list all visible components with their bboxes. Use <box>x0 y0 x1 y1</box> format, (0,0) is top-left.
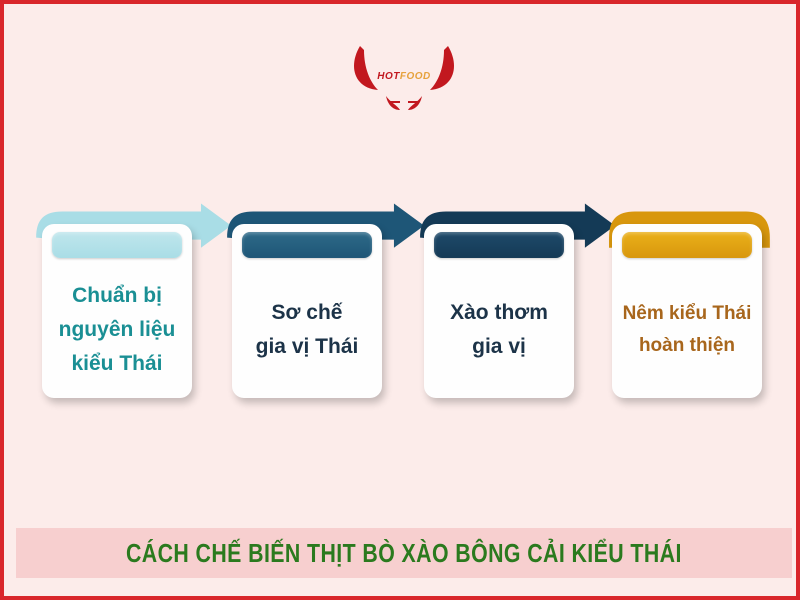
step-3-label: Xào thơm gia vị <box>450 301 548 358</box>
logo-text-food: FOOD <box>399 71 431 82</box>
logo-text-hot: HOT <box>377 71 400 82</box>
step-2-header-bar <box>242 232 372 258</box>
step-4-header-bar <box>622 232 752 258</box>
step-card-3: Xào thơm gia vị <box>424 224 574 398</box>
step-2-label: Sơ chế gia vị Thái <box>255 301 359 358</box>
banner-title: CÁCH CHẾ BIẾN THỊT BÒ XÀO BÔNG CẢI KIỂU … <box>126 537 682 568</box>
step-card-2: Sơ chế gia vị Thái <box>232 224 382 398</box>
step-1-label: Chuẩn bị nguyên liệu kiểu Thái <box>58 284 176 375</box>
hotfood-logo: HOTFOOD <box>350 44 458 116</box>
title-banner: CÁCH CHẾ BIẾN THỊT BÒ XÀO BÔNG CẢI KIỂU … <box>16 528 792 578</box>
step-4-label: Nêm kiểu Thái hoàn thiện <box>622 303 752 356</box>
step-card-4: Nêm kiểu Thái hoàn thiện <box>612 224 762 398</box>
logo-wordmark: HOTFOOD <box>350 71 458 82</box>
bull-horns-icon <box>354 46 454 110</box>
step-card-1: Chuẩn bị nguyên liệu kiểu Thái <box>42 224 192 398</box>
step-1-header-bar <box>52 232 182 258</box>
step-3-header-bar <box>434 232 564 258</box>
